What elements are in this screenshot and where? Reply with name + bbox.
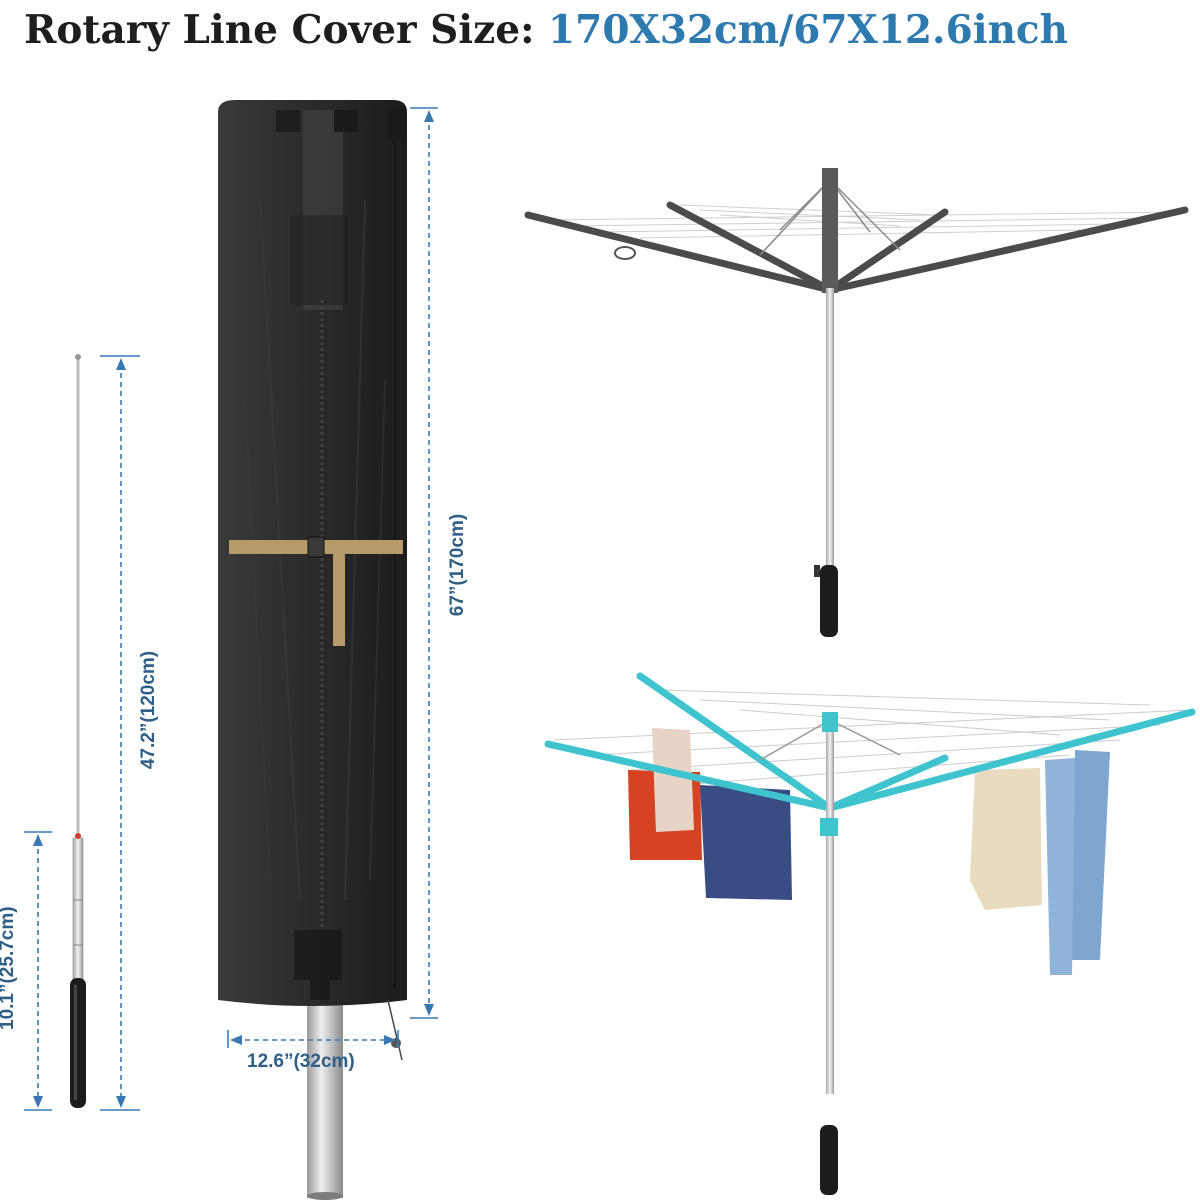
rod-extended-dimension: 47.2”(120cm) bbox=[138, 650, 159, 770]
cover-width-dimension: 12.6”(32cm) bbox=[247, 1051, 355, 1072]
rod-extended-dimension-line bbox=[100, 355, 140, 1111]
title-size-value: 170X32cm/67X12.6inch bbox=[548, 7, 1069, 53]
teal-rotary-dryer-with-laundry bbox=[544, 672, 1196, 1195]
page-title: Rotary Line Cover Size: 170X32cm/67X12.6… bbox=[24, 2, 1068, 58]
cover-height-dimension-line bbox=[410, 107, 438, 1019]
grey-rotary-dryer bbox=[524, 168, 1189, 637]
rod-collapsed-dimension: 10.1”(25.7cm) bbox=[0, 906, 18, 1030]
cover-height-dimension: 67”(170cm) bbox=[447, 513, 468, 617]
title-label: Rotary Line Cover Size: bbox=[24, 7, 535, 53]
telescopic-rod bbox=[70, 354, 86, 1108]
cover-width-dimension-line bbox=[227, 1030, 399, 1048]
covered-rotary-dryer bbox=[218, 100, 407, 1200]
rod-collapsed-dimension-line bbox=[24, 831, 52, 1111]
